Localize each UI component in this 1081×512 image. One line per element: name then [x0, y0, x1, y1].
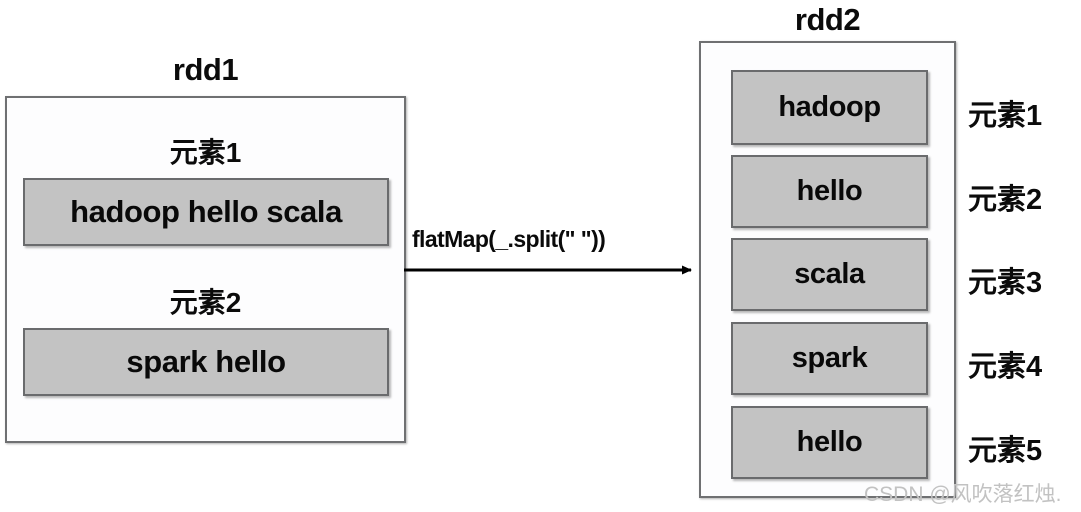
rdd1-element-caption-2: 元素2 — [169, 287, 242, 318]
rdd1-element-caption-1: 元素1 — [169, 137, 242, 168]
watermark: CSDN @风吹落红烛. — [864, 483, 1062, 506]
rdd2-element-caption-1: 元素1 — [968, 100, 1043, 132]
rdd2-element-value-5: hello — [796, 426, 863, 458]
rdd2-element-caption-4: 元素4 — [968, 351, 1043, 383]
rdd2-element-cell-3: scala — [731, 238, 928, 311]
rdd2-element-caption-5: 元素5 — [968, 435, 1043, 467]
rdd2-element-cell-5: hello — [731, 406, 928, 479]
rdd1-element-value-2: spark hello — [126, 344, 286, 379]
transform-arrow-icon — [404, 265, 692, 275]
transform-label: flatMap(_.split(" ")) — [412, 226, 606, 252]
rdd2-element-value-1: hadoop — [778, 91, 881, 123]
rdd2-element-value-4: spark — [791, 342, 868, 374]
rdd2-element-value-2: hello — [796, 175, 863, 207]
rdd1-element-cell-2: spark hello — [23, 328, 389, 396]
rdd2-element-cell-4: spark — [731, 322, 928, 395]
rdd2-element-cell-1: hadoop — [731, 70, 928, 145]
rdd2-element-caption-3: 元素3 — [968, 267, 1043, 299]
rdd2-element-value-3: scala — [794, 258, 865, 290]
rdd1-element-value-1: hadoop hello scala — [70, 194, 342, 229]
rdd2-title: rdd2 — [794, 2, 861, 37]
rdd2-element-caption-2: 元素2 — [968, 184, 1043, 216]
rdd2-element-cell-2: hello — [731, 155, 928, 228]
rdd1-element-cell-1: hadoop hello scala — [23, 178, 389, 246]
rdd1-title: rdd1 — [172, 52, 239, 87]
